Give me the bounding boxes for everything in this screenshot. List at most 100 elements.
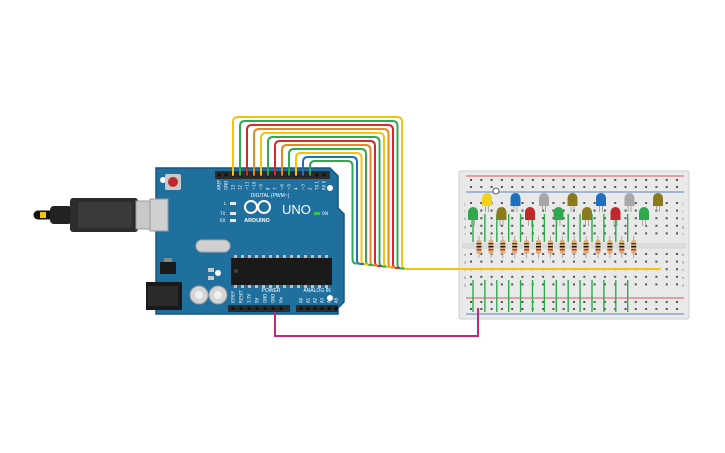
row-label: h	[464, 216, 466, 221]
power-pin-hole[interactable]	[255, 307, 259, 310]
analog-pin-hole[interactable]	[320, 307, 324, 310]
analog-pin-label: A5	[334, 297, 339, 303]
board-led-indicators: L TX RX	[219, 201, 236, 223]
digital-pin-label: 8	[266, 187, 271, 190]
power-pin-label: GND	[271, 294, 276, 303]
analog-pin-hole[interactable]	[306, 307, 310, 310]
resistor	[583, 240, 589, 254]
digital-pin-hole[interactable]	[322, 173, 326, 177]
digital-pin-hole[interactable]	[217, 173, 221, 177]
model-label: UNO	[282, 202, 311, 217]
led	[539, 193, 549, 212]
mounting-hole	[327, 295, 333, 301]
resistor	[595, 240, 601, 254]
usb-cable	[33, 198, 167, 232]
power-pin-hole[interactable]	[247, 307, 251, 310]
leds	[468, 187, 663, 226]
led	[567, 193, 578, 212]
digital-pin-label: ~6	[280, 184, 285, 190]
power-label: POWER	[262, 288, 281, 294]
digital-pin-label: 13	[231, 184, 236, 190]
analog-pin-hole[interactable]	[313, 307, 317, 310]
resistor	[559, 240, 565, 254]
analog-pin-hole[interactable]	[299, 307, 303, 310]
analog-pin-hole[interactable]	[327, 307, 331, 310]
digital-pin-label: 12	[238, 184, 243, 190]
row-label: g	[682, 224, 684, 229]
digital-pin-hole[interactable]	[315, 173, 319, 177]
resistor	[547, 240, 553, 254]
power-pin-hole[interactable]	[231, 307, 235, 310]
row-label: c	[682, 267, 684, 272]
analog-pin-label: A4	[327, 297, 332, 303]
voltage-regulator	[160, 262, 176, 274]
resistor	[607, 240, 613, 254]
digital-pin-label: ~10	[252, 181, 257, 190]
resistor	[512, 240, 518, 254]
resistors	[476, 236, 637, 258]
capacitors	[189, 285, 228, 305]
led	[553, 207, 564, 226]
led	[482, 193, 492, 212]
analog-label: ANALOG IN	[303, 288, 331, 294]
row-label: a	[682, 282, 685, 287]
power-pin-label: GND	[263, 294, 268, 303]
resistor	[476, 240, 482, 254]
led-label-l: L	[224, 201, 227, 206]
signal-wires	[232, 116, 661, 270]
led	[582, 207, 592, 226]
row-label: b	[682, 275, 685, 280]
ground-wire	[274, 308, 479, 337]
power-pin-label: IOREF	[231, 290, 236, 303]
power-pin-label: RESET	[239, 290, 244, 303]
crystal-oscillator	[195, 239, 231, 253]
digital-pin-label: ~9	[259, 184, 264, 190]
digital-pin-label: 7	[273, 187, 278, 190]
row-label: j	[682, 201, 684, 206]
analog-pin-label: A3	[320, 297, 325, 303]
brand-label: ARDUINO	[244, 218, 270, 224]
row-label: b	[464, 275, 467, 280]
row-label: j	[464, 201, 466, 206]
digital-pin-label: TX 1	[315, 181, 320, 191]
mounting-hole	[160, 177, 166, 183]
led	[596, 193, 606, 212]
digital-pin-label: ~3	[301, 184, 306, 190]
power-header	[228, 305, 290, 312]
row-label: f	[682, 231, 684, 236]
power-pin-hole[interactable]	[271, 307, 275, 310]
power-pin-hole[interactable]	[279, 307, 283, 310]
row-label: i	[683, 209, 684, 214]
resistor	[619, 240, 625, 254]
mounting-hole	[327, 185, 333, 191]
analog-pin-label: A0	[299, 297, 304, 303]
digital-pin-label: ~5	[287, 184, 292, 190]
digital-pin-label: AREF	[217, 179, 222, 190]
led	[624, 193, 635, 212]
digital-pin-hole[interactable]	[224, 173, 228, 177]
row-label: e	[464, 252, 467, 257]
led-label-tx: TX	[219, 211, 225, 216]
led	[610, 207, 621, 226]
row-label: d	[682, 260, 684, 265]
led	[510, 193, 521, 212]
power-pin-hole[interactable]	[239, 307, 243, 310]
analog-pin-hole[interactable]	[334, 307, 338, 310]
on-led	[314, 212, 320, 215]
row-label: d	[464, 260, 466, 265]
power-pin-hole[interactable]	[263, 307, 267, 310]
usb-port	[149, 198, 169, 232]
row-label: i	[465, 209, 466, 214]
resistor	[524, 240, 530, 254]
row-label: f	[464, 231, 466, 236]
resistor	[536, 240, 541, 254]
row-label: h	[682, 216, 684, 221]
led	[496, 207, 507, 226]
selection-marker[interactable]	[492, 187, 500, 195]
mounting-hole	[215, 270, 221, 276]
digital-pin-label: GND	[224, 181, 229, 190]
